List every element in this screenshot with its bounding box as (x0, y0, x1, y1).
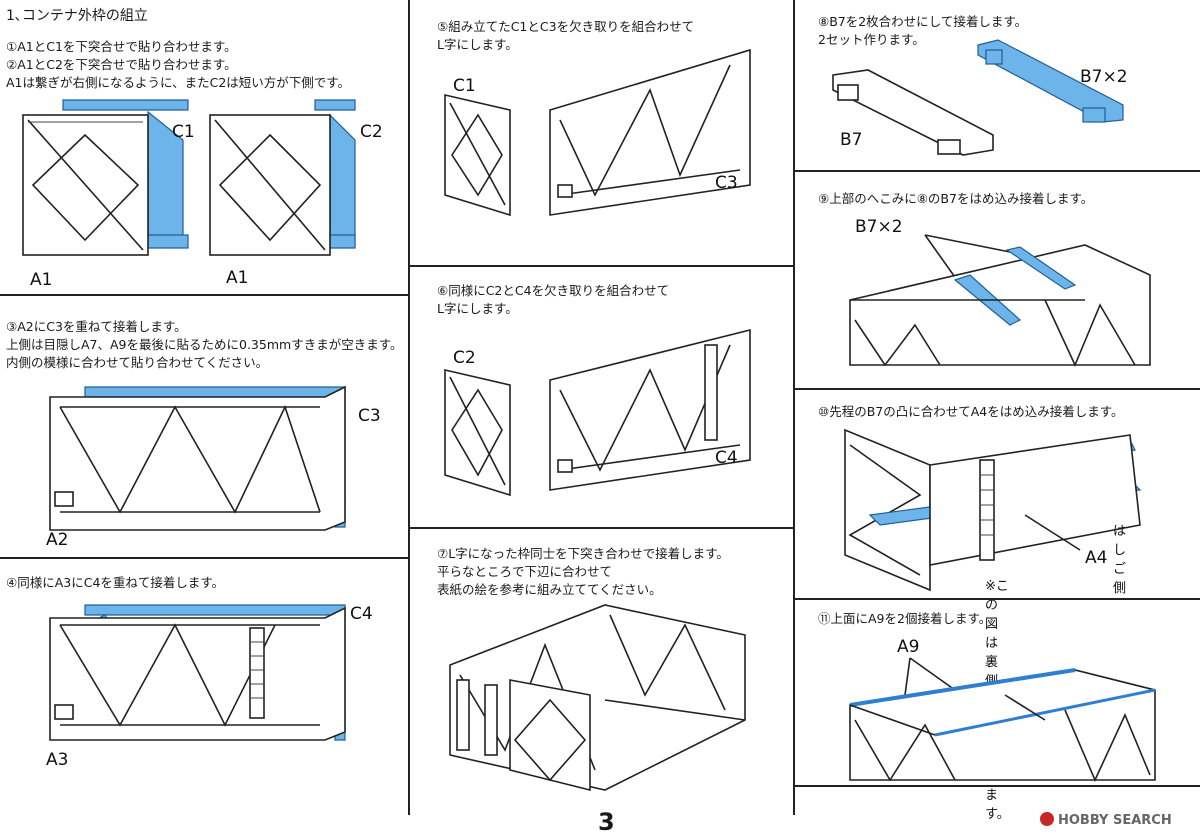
step-7-text-3: 表紙の絵を参考に組み立ててください。 (437, 582, 662, 597)
a2-c3-illustration (49, 385, 346, 531)
label-b7: B7 (840, 130, 863, 150)
step-4-text: ④同様にA3にC4を重ねて接着します。 (6, 575, 225, 590)
step-6-text-2: L字にします。 (437, 301, 518, 316)
label-a1-right: A1 (226, 268, 249, 288)
label-c4-step4: C4 (350, 604, 373, 624)
divider-mid-2 (408, 527, 794, 529)
divider-right-2 (793, 388, 1200, 390)
label-a3: A3 (46, 750, 69, 770)
divider-right-3 (793, 598, 1200, 600)
step-2-note: A1は繋ぎが右側になるように、またC2は短い方が下側です。 (6, 75, 351, 90)
label-c3-step5: C3 (715, 173, 738, 193)
divider-vertical-1 (408, 0, 410, 815)
a1-c2-illustration (209, 99, 356, 256)
label-c4-step6: C4 (715, 448, 738, 468)
divider-right-1 (793, 170, 1200, 172)
label-a4: A4 (1085, 548, 1108, 568)
divider-left-2 (0, 557, 408, 559)
step-9-text: ⑨上部のへこみに⑧のB7をはめ込み接着します。 (818, 191, 1094, 206)
step-5-text-2: L字にします。 (437, 37, 518, 52)
divider-vertical-2 (793, 0, 795, 815)
a1-c1-illustration (22, 99, 189, 256)
c1-c3-illustration (444, 48, 751, 217)
l-frames-illustration (449, 604, 746, 792)
label-c1: C1 (172, 122, 195, 142)
a4-install-illustration (844, 428, 1142, 592)
step-3-note-1: 上側は目隠しA7、A9を最後に貼るために0.35mmすきまが空きます。 (6, 337, 403, 352)
step-7-text-2: 平らなところで下辺に合わせて (437, 564, 613, 579)
section-title: 1､コンテナ外枠の組立 (6, 8, 148, 24)
page-number: 3 (598, 808, 615, 836)
a3-c4-illustration (49, 604, 346, 741)
brand-logo-icon (1040, 812, 1054, 826)
label-c2-step6: C2 (453, 348, 476, 368)
b7-parts-illustration (832, 39, 1124, 156)
b7-install-illustration (849, 234, 1151, 367)
label-a1-left: A1 (30, 270, 53, 290)
c2-c4-illustration (444, 328, 751, 497)
divider-right-4 (793, 785, 1200, 787)
divider-left-1 (0, 294, 408, 296)
a9-install-illustration (849, 657, 1156, 782)
brand-watermark: HOBBY SEARCH (1040, 812, 1172, 828)
step-3-text: ③A2にC3を重ねて接着します。 (6, 319, 187, 334)
label-c1-step5: C1 (453, 76, 476, 96)
step-3-note-2: 内側の模様に合わせて貼り合わせてください。 (6, 355, 269, 370)
step-6-text: ⑥同様にC2とC4を欠き取りを組合わせて (437, 283, 670, 298)
step-8-text: ⑧B7を2枚合わせにして接着します。 (818, 14, 1028, 29)
label-b7x2-step8: B7×2 (1080, 67, 1128, 87)
step-1-text: ①A1とC1を下突合せで貼り合わせます。 (6, 39, 237, 54)
step-2-text: ②A1とC2を下突合せで貼り合わせます。 (6, 57, 237, 72)
step-11-text: ⑪上面にA9を2個接着します。 (818, 611, 992, 626)
label-b7x2-step9: B7×2 (855, 217, 903, 237)
brand-name: HOBBY SEARCH (1058, 813, 1172, 828)
label-a2: A2 (46, 530, 69, 550)
label-c3-step3: C3 (358, 406, 381, 426)
label-a9: A9 (897, 637, 920, 657)
step-7-text: ⑦L字になった枠同士を下突き合わせで接着します。 (437, 546, 729, 561)
label-ladder-side: はしご側 (1113, 524, 1127, 596)
step-8-text-2: 2セット作ります。 (818, 32, 925, 47)
divider-mid-1 (408, 265, 794, 267)
step-5-text: ⑤組み立てたC1とC3を欠き取りを組合わせて (437, 19, 695, 34)
step-10-text: ⑩先程のB7の凸に合わせてA4をはめ込み接着します。 (818, 404, 1124, 419)
label-c2: C2 (360, 122, 383, 142)
